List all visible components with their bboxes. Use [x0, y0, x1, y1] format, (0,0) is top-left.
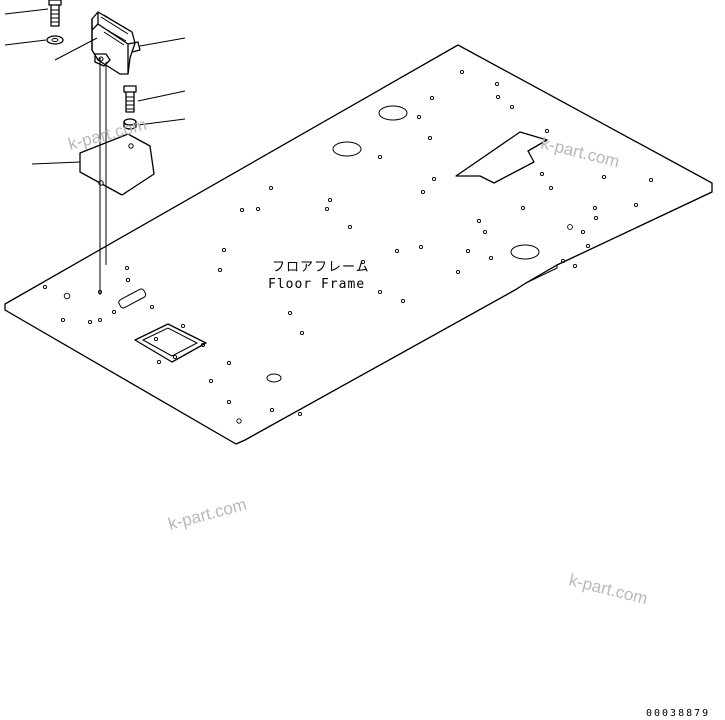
- leader-lines: [4, 8, 186, 165]
- plate-openings: [118, 105, 548, 383]
- part-label-en: Floor Frame: [268, 277, 365, 292]
- nut: [123, 118, 137, 130]
- relay-box-assembly: [91, 11, 141, 75]
- washer: [46, 35, 64, 45]
- drawing-code: 00038879: [646, 708, 710, 719]
- upper-bolt: [48, 0, 62, 27]
- floor-frame-plate: [4, 44, 713, 445]
- watermark-4: k-part.com: [567, 570, 650, 608]
- alignment-lines: [99, 58, 107, 295]
- middle-bolt: [123, 85, 137, 113]
- plate-holes: [42, 69, 654, 424]
- part-label-jp: フロアフレーム: [272, 260, 370, 275]
- watermark-2: k-part.com: [539, 133, 622, 171]
- watermark-3: k-part.com: [166, 495, 248, 534]
- watermark-1: k-part.com: [66, 115, 148, 154]
